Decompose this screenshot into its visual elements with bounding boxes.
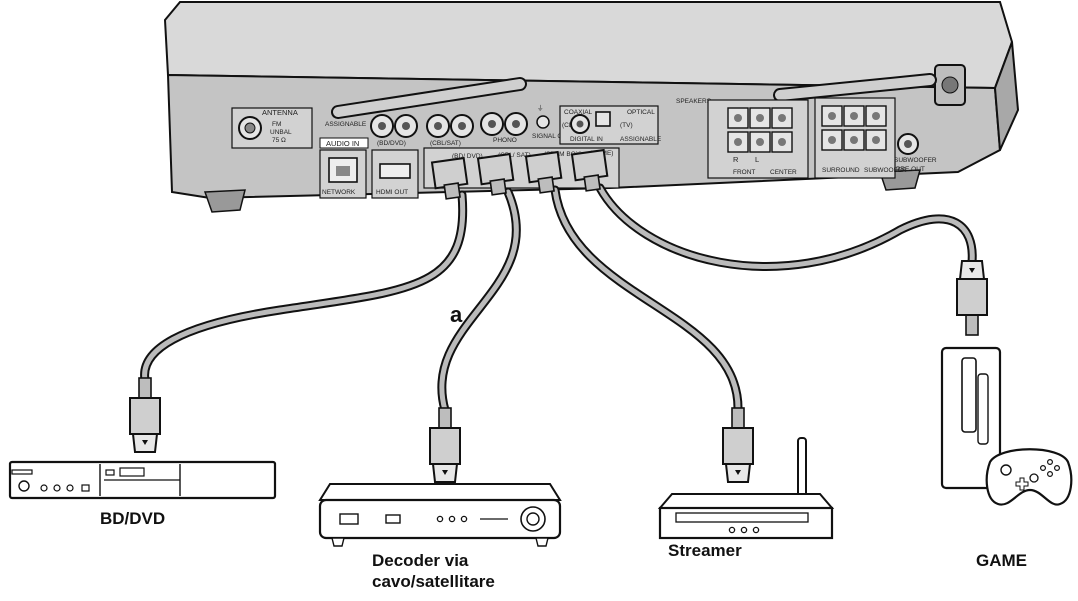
speakers-label: SPEAKERS: [676, 98, 712, 105]
coaxial-label: COAXIAL: [564, 109, 593, 116]
bd-dvd-audio-label: (BD/DVD): [377, 140, 406, 147]
surround-label: SURROUND: [822, 167, 860, 174]
hdmi-plug-decoder: [429, 407, 461, 483]
bd-dvd-player: [8, 460, 277, 500]
hdmi-out-label: HDMI OUT: [376, 189, 408, 196]
av-receiver: ANTENNA FM UNBAL 75 Ω ASSIGNABLE AUDIO I…: [163, 1, 1020, 213]
label-decoder-line2: cavo/satellitare: [372, 572, 495, 591]
phono-label: PHONO: [493, 137, 517, 144]
optical-jack: [595, 111, 611, 127]
pre-out-label: PRE OUT: [896, 166, 925, 173]
digital-in-label: DIGITAL IN: [570, 136, 603, 143]
assignable-label: ASSIGNABLE: [325, 121, 367, 128]
subwoofer-label: SUBWOOFER: [864, 167, 907, 174]
hdmi-out-port: [379, 163, 411, 179]
signal-gnd-terminal: [536, 115, 550, 129]
cd-label: (CD): [562, 122, 576, 129]
streamer-antenna: [797, 437, 807, 497]
unbal-label: UNBAL: [270, 129, 292, 136]
label-bd-dvd: BD/DVD: [100, 509, 165, 528]
hdmi-in-3-label: (STRM BOX): [544, 151, 582, 158]
hdmi-in-1-label: (BD/ DVD): [452, 153, 483, 160]
cable-satellite-decoder: [318, 483, 562, 547]
hdmi-cables: [140, 183, 977, 415]
callout-a: a: [450, 302, 463, 327]
game-console: [940, 346, 1002, 490]
ohm-label: 75 Ω: [272, 137, 286, 144]
front-label: FRONT: [733, 169, 755, 176]
hdmi-in-2-label: (CBL/ SAT): [498, 152, 531, 159]
tv-label: (TV): [620, 122, 633, 129]
center-label: CENTER: [770, 169, 797, 176]
receiver-hdmi-plugs: [430, 148, 609, 200]
label-streamer: Streamer: [668, 541, 742, 560]
assignable-2-label: ASSIGNABLE: [620, 136, 662, 143]
audio-in-label: AUDIO IN: [326, 139, 359, 148]
subwoofer-pre-label: SUBWOOFER: [894, 157, 937, 164]
antenna-label: ANTENNA: [262, 108, 298, 117]
streamer-box: [657, 437, 835, 540]
l-label: L: [755, 155, 759, 164]
signal-gnd-label: SIGNAL GND: [532, 133, 572, 140]
fm-label: FM: [272, 121, 281, 128]
ground-symbol: ⏚: [537, 104, 544, 112]
label-decoder-line1: Decoder via: [372, 551, 469, 570]
hdmi-plug-streamer: [722, 407, 754, 483]
rca-jacks: [370, 112, 528, 138]
hdmi-plug-game: [956, 260, 988, 336]
gamepad-icon: [985, 448, 1073, 506]
label-game: GAME: [976, 551, 1027, 570]
cbl-sat-audio-label: (CBL/SAT): [430, 140, 461, 147]
r-label: R: [733, 155, 739, 164]
hdmi-plug-bd-dvd: [129, 377, 161, 453]
network-label: NETWORK: [322, 189, 356, 196]
optical-label: OPTICAL: [627, 109, 655, 116]
